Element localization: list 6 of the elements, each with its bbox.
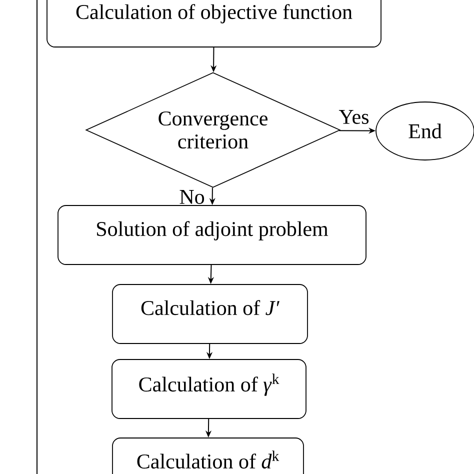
edge-label: No	[178, 189, 206, 205]
process-box: Calculation of J′	[112, 284, 308, 344]
process-box: Calculation of objective function	[46, 0, 382, 48]
process-box: Calculation of d$^{k}$	[112, 438, 304, 474]
process-box: Solution of adjoint problem	[58, 205, 366, 265]
process-box: Calculation of γ$^{k}$	[112, 359, 306, 419]
